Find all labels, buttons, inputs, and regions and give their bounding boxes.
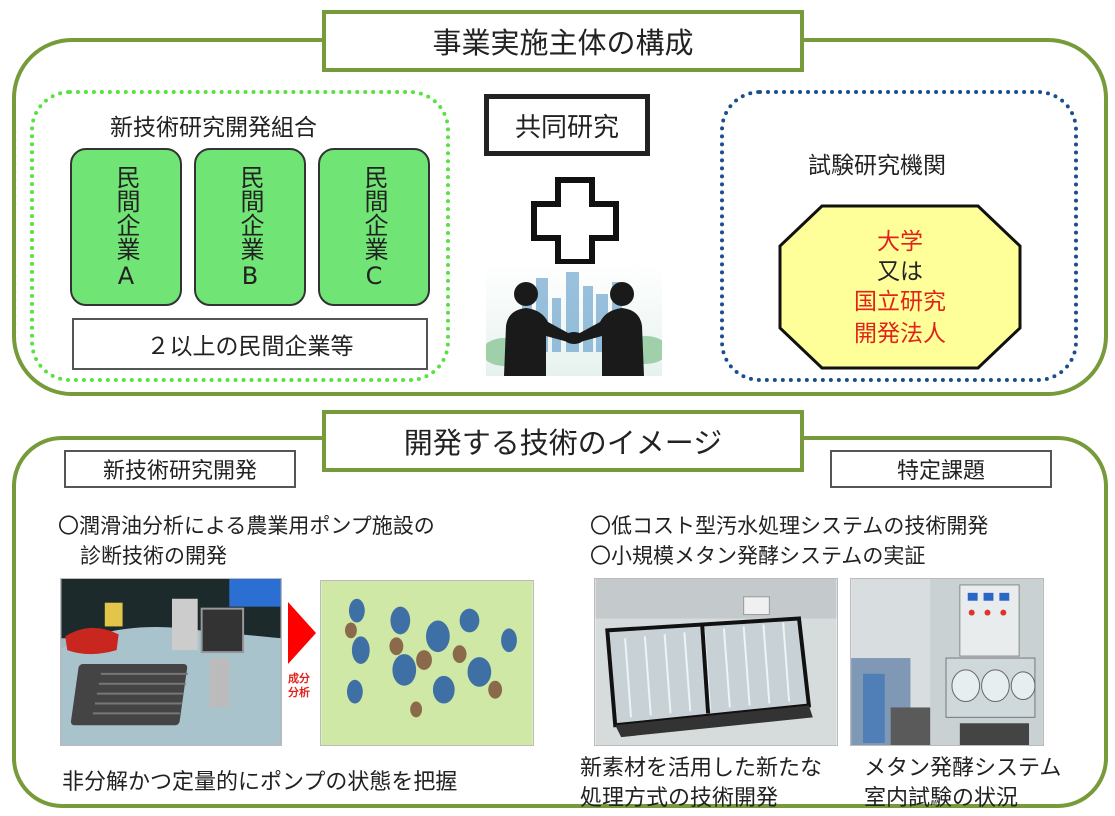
- institution-line-or: 又は: [877, 259, 923, 285]
- association-name: 新技術研究開発組合: [110, 115, 317, 141]
- pump-photo: [60, 578, 282, 746]
- caption-treatment-line2: 処理方式の技術開発: [580, 786, 779, 811]
- institution-name: 試験研究機関: [808, 153, 946, 179]
- plus-icon: [531, 177, 619, 265]
- right-tag: 特定課題: [830, 450, 1052, 488]
- joint-research-label: 共同研究: [484, 94, 650, 156]
- institution-octagon: [778, 204, 1022, 370]
- company-b-letter: B: [241, 262, 259, 290]
- association-footer: ２以上の民間企業等: [72, 318, 428, 370]
- company-b-label: 民間企業: [236, 165, 264, 261]
- caption-methane-line2: 室内試験の状況: [864, 786, 1019, 811]
- company-a-letter: A: [117, 262, 135, 290]
- handshake-icon: [486, 264, 662, 376]
- institution-line-university: 大学: [877, 229, 923, 255]
- company-b: 民間企業 B: [194, 148, 306, 306]
- company-c-letter: C: [365, 262, 383, 290]
- institution-group: [720, 90, 1078, 382]
- left-item-line2: 診断技術の開発: [80, 544, 227, 568]
- right-item-1: 〇低コスト型汚水処理システムの技術開発: [590, 514, 989, 538]
- treatment-system-photo: [594, 578, 838, 746]
- right-item-2: 〇小規模メタン発酵システムの実証: [590, 544, 926, 568]
- company-c: 民間企業 C: [318, 148, 430, 306]
- organization-title: 事業実施主体の構成: [322, 10, 804, 72]
- arrow-label-2: 分析: [288, 686, 310, 699]
- company-a-label: 民間企業: [112, 165, 140, 261]
- institution-line-corporation: 開発法人: [854, 321, 946, 347]
- company-a: 民間企業 A: [70, 148, 182, 306]
- caption-methane-line1: メタン発酵システム: [864, 756, 1062, 781]
- arrow-right-icon: [288, 602, 316, 664]
- arrow-label-1: 成分: [288, 672, 310, 685]
- association-group: [30, 90, 450, 382]
- left-item-line1: 〇潤滑油分析による農業用ポンプ施設の: [58, 514, 435, 538]
- methane-system-photo: [850, 578, 1044, 746]
- institution-line-national: 国立研究: [854, 289, 946, 315]
- caption-treatment-line1: 新素材を活用した新たな: [580, 756, 823, 781]
- left-caption: 非分解かつ定量的にポンプの状態を把握: [62, 770, 458, 795]
- technology-title: 開発する技術のイメージ: [322, 410, 804, 472]
- left-tag: 新技術研究開発: [64, 450, 296, 488]
- company-c-label: 民間企業: [360, 165, 388, 261]
- particle-photo: [320, 580, 534, 746]
